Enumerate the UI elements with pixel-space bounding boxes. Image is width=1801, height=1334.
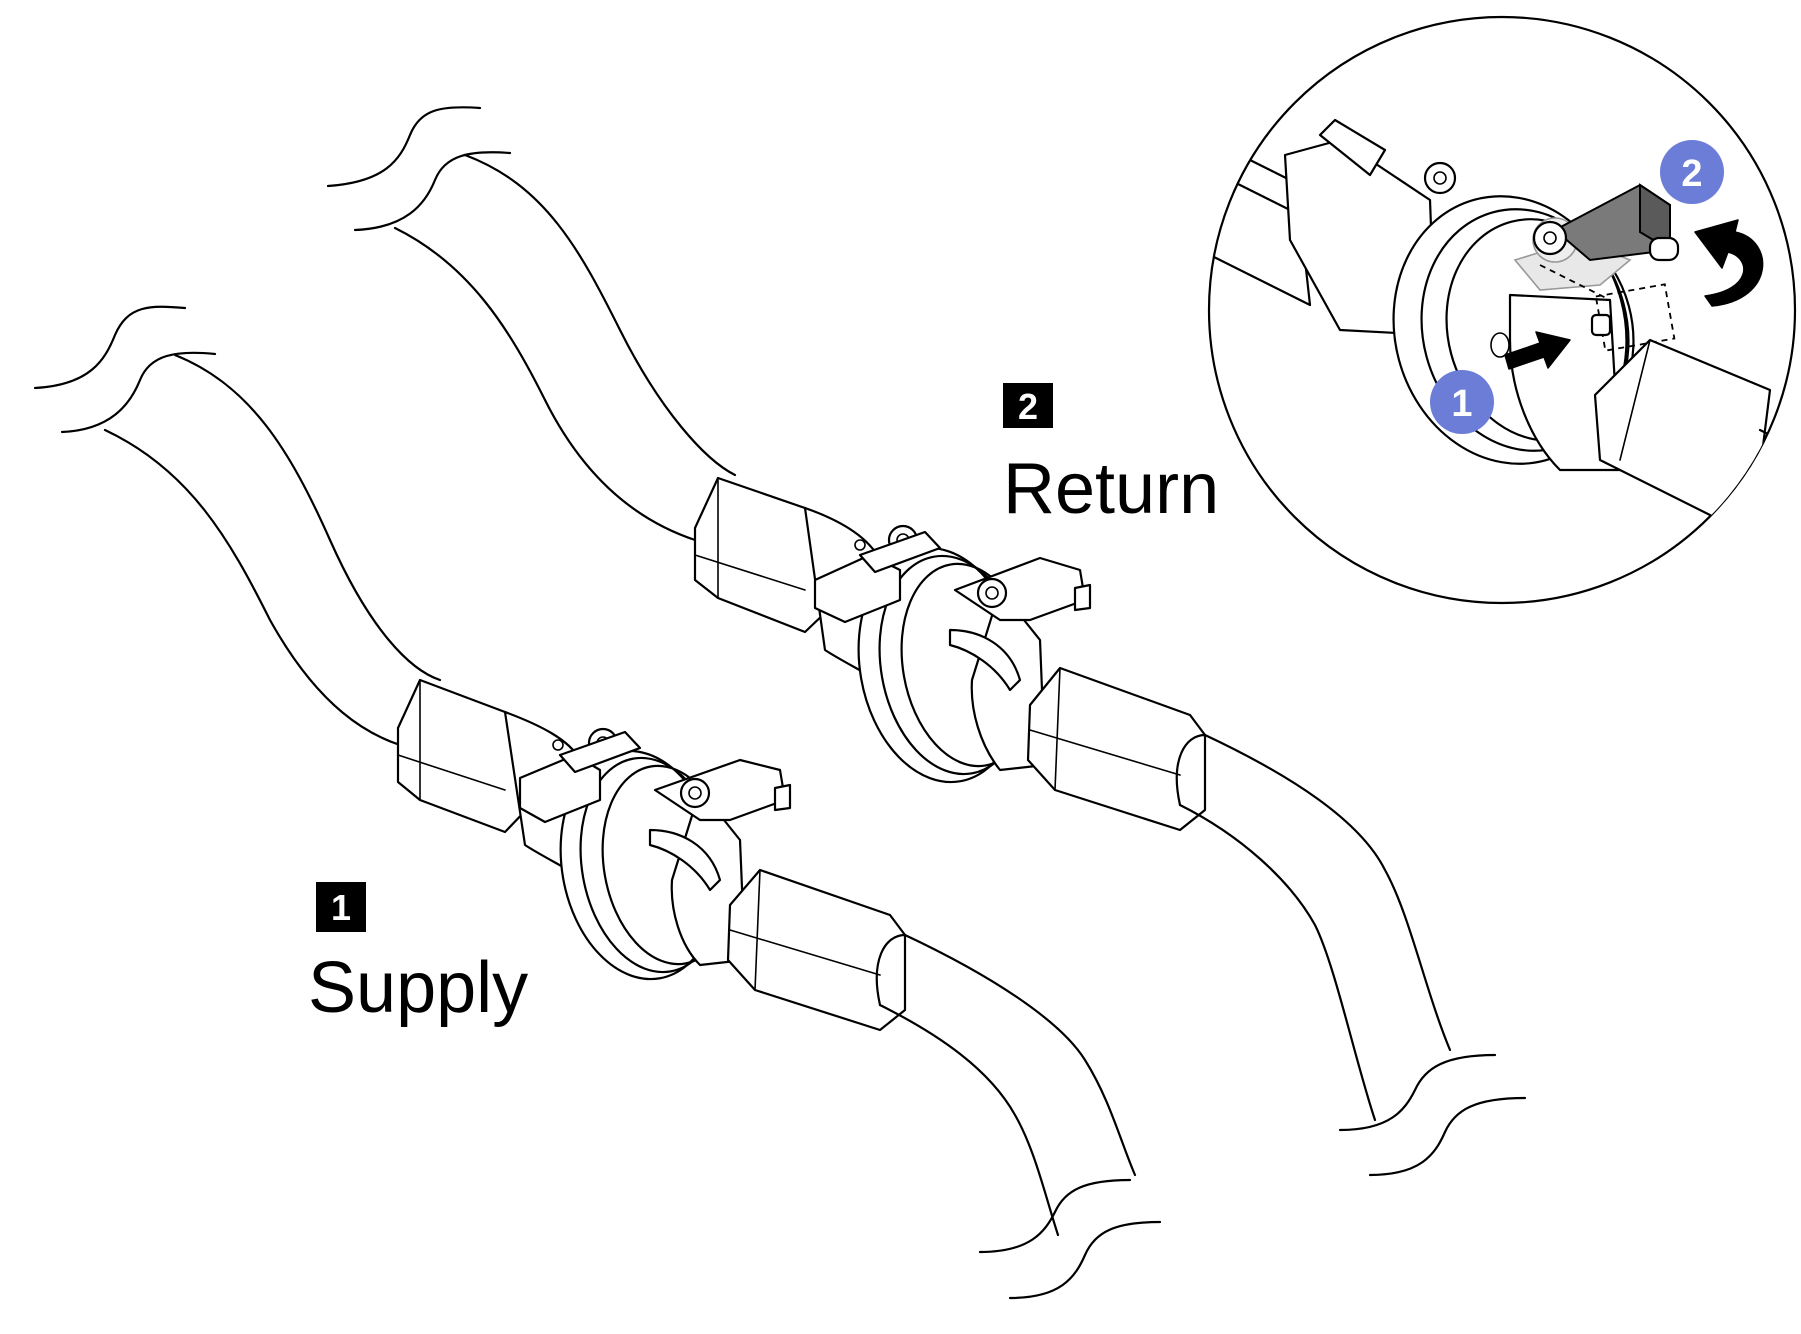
supply-label: 1 Supply [308,882,528,1028]
arrow-right-icon [1504,331,1571,370]
step2-number: 2 [1681,153,1702,195]
return-hose-downstream [1175,733,1527,1177]
return-valve-assembly [693,476,1207,832]
step2-arrow [1694,219,1764,307]
step1-badge: 1 [1430,370,1494,434]
supply-number-badge [316,882,366,932]
step1-arrow [1504,331,1571,370]
return-label: 2 Return [1003,383,1219,529]
return-hose-upstream [326,106,737,542]
step2-badge: 2 [1660,140,1724,204]
detail-callout: 1 2 [1207,15,1797,605]
return-number-badge [1003,383,1053,428]
curved-rotate-arrow-icon [1694,219,1764,307]
supply-hose-downstream [875,933,1162,1300]
return-number: 2 [1018,386,1038,427]
return-text: Return [1003,449,1219,529]
supply-number: 1 [331,887,351,928]
supply-hose-upstream [33,305,442,747]
step1-number: 1 [1451,383,1472,425]
supply-valve-assembly [396,678,907,1032]
supply-text: Supply [308,948,528,1028]
